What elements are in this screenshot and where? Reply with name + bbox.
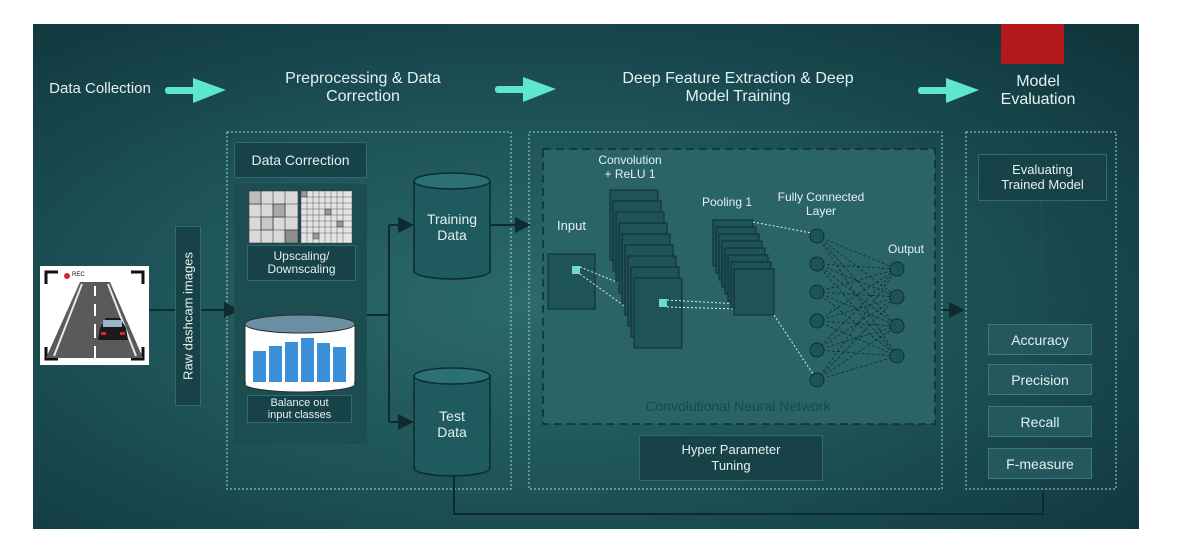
stage-deep-feature-line1: Deep Feature Extraction & Deep xyxy=(622,70,854,87)
dashcam-illustration xyxy=(44,270,145,361)
header-arrow-2 xyxy=(495,77,556,102)
hyper-parameter-line1: Hyper Parameter xyxy=(681,442,781,458)
raw-images-bar: Raw dashcam images xyxy=(175,226,201,406)
scaling-caption: Upscaling/ Downscaling xyxy=(247,245,356,281)
hyper-parameter-line2: Tuning xyxy=(711,458,751,473)
stage-model-evaluation-line1: Model xyxy=(1016,73,1060,90)
fc-layer-label: Fully Connected Layer xyxy=(761,190,881,219)
fc-layer-line1: Fully Connected xyxy=(777,190,865,204)
fc-connections xyxy=(816,235,898,381)
test-data-cylinder xyxy=(413,367,491,477)
convolution-label: Convolution + ReLU 1 xyxy=(578,153,682,182)
header-arrow-3 xyxy=(918,78,979,103)
balance-caption: Balance out input classes xyxy=(247,395,352,423)
stage-data-collection: Data Collection xyxy=(49,80,151,97)
training-data-line2: Data xyxy=(437,227,467,244)
raw-images-label: Raw dashcam images xyxy=(180,252,196,380)
test-data-label: Test Data xyxy=(414,408,490,440)
diagram-slide: Data Collection Preprocessing & Data Cor… xyxy=(33,24,1139,529)
metric-precision: Precision xyxy=(988,364,1092,395)
stage-preprocessing: Preprocessing & Data Correction xyxy=(248,70,478,107)
output-nodes xyxy=(889,261,905,364)
training-data-label: Training Data xyxy=(414,211,490,243)
metric-recall: Recall xyxy=(988,406,1092,437)
convolution-stack xyxy=(609,189,683,349)
test-data-line1: Test xyxy=(439,408,465,424)
training-data-line1: Training xyxy=(426,211,478,227)
evaluating-model-box: Evaluating Trained Model xyxy=(978,154,1107,201)
input-label: Input xyxy=(557,218,586,233)
stage-preprocessing-line1: Preprocessing & Data xyxy=(285,70,441,87)
stage-deep-feature-line2: Model Training xyxy=(685,88,791,106)
stage-deep-feature: Deep Feature Extraction & Deep Model Tra… xyxy=(588,70,888,107)
red-block xyxy=(1001,24,1064,64)
stage-model-evaluation-line2: Evaluation xyxy=(1000,91,1076,109)
diagram-graphics xyxy=(149,77,1117,515)
data-correction-title: Data Correction xyxy=(234,142,367,178)
training-data-cylinder xyxy=(413,172,491,280)
balance-caption-line1: Balance out xyxy=(270,396,329,409)
evaluating-model-line1: Evaluating xyxy=(1012,161,1073,177)
pooling-stack xyxy=(712,219,775,316)
convolution-line2: + ReLU 1 xyxy=(604,166,656,181)
fc-nodes xyxy=(809,228,825,388)
header-arrow-1 xyxy=(165,78,226,103)
dashcam-image: REC xyxy=(40,266,149,365)
balance-caption-line2: input classes xyxy=(267,409,332,421)
data-correction-title-text: Data Correction xyxy=(251,152,350,168)
fc-layer-line2: Layer xyxy=(805,203,837,218)
stage-preprocessing-line2: Correction xyxy=(326,88,400,106)
evaluating-model-line2: Trained Model xyxy=(1001,176,1084,192)
test-data-line2: Data xyxy=(437,424,467,441)
scaling-caption-line1: Upscaling/ xyxy=(273,248,330,263)
convolution-line1: Convolution xyxy=(598,153,662,167)
hyper-parameter-box: Hyper Parameter Tuning xyxy=(639,435,823,481)
pooling-label: Pooling 1 xyxy=(701,195,753,209)
metric-accuracy: Accuracy xyxy=(988,324,1092,355)
stage-model-evaluation: Model Evaluation xyxy=(993,73,1083,110)
scaling-caption-line2: Downscaling xyxy=(267,262,336,276)
output-label: Output xyxy=(887,242,925,256)
rec-label: REC xyxy=(72,272,85,278)
cnn-title: Convolutional Neural Network xyxy=(645,398,831,414)
metric-f-measure: F-measure xyxy=(988,448,1092,479)
